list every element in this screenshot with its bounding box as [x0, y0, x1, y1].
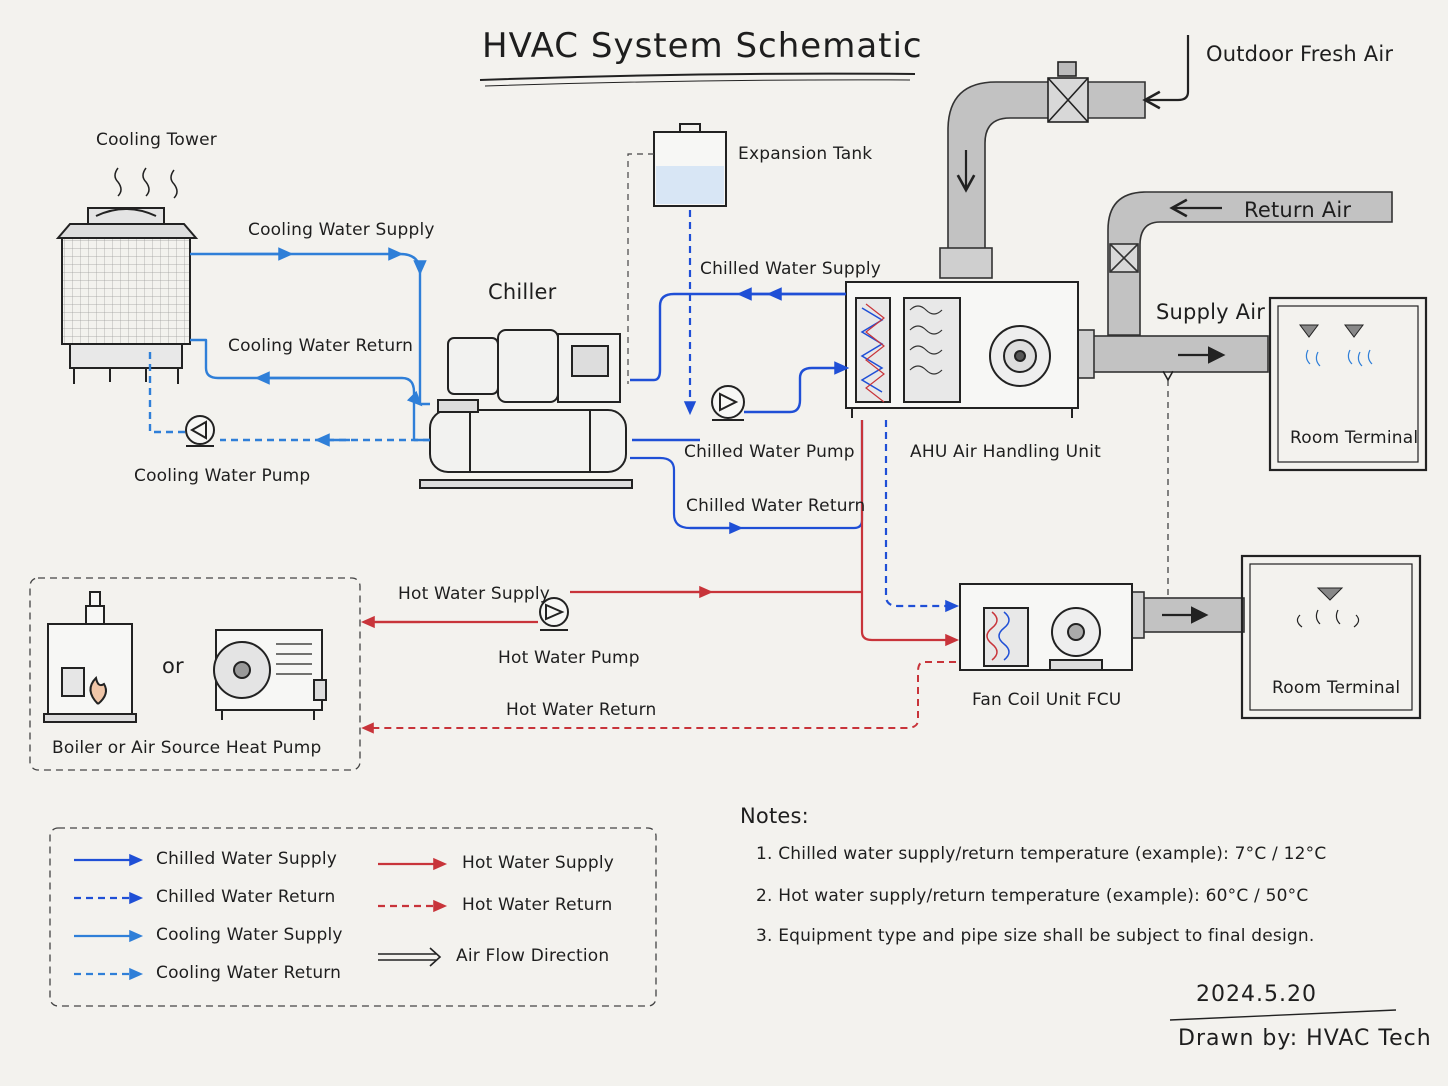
fcu-label: Fan Coil Unit FCU — [972, 690, 1122, 710]
hot-water-pump-label: Hot Water Pump — [498, 648, 640, 668]
chilled-water-supply-label: Chilled Water Supply — [700, 259, 882, 279]
legend-cooling-return: Cooling Water Return — [156, 963, 342, 983]
cooling-water-return-pipe — [148, 338, 430, 447]
notes-heading: Notes: — [740, 804, 809, 828]
outdoor-air-damper — [1047, 61, 1089, 123]
outdoor-air-arrow — [1142, 35, 1190, 110]
expansion-tank — [653, 123, 727, 207]
heat-pump-unit — [213, 629, 327, 720]
ahu-label: AHU Air Handling Unit — [910, 442, 1101, 462]
expansion-line — [627, 153, 654, 384]
chilled-water-pump-label: Chilled Water Pump — [684, 442, 855, 462]
cooling-water-pump — [185, 415, 215, 447]
legend-cooling-supply: Cooling Water Supply — [156, 925, 343, 945]
legend-air-flow: Air Flow Direction — [456, 946, 610, 966]
boiler-hp-label: Boiler or Air Source Heat Pump — [52, 738, 322, 758]
legend-samples — [74, 853, 448, 981]
boiler-unit — [43, 591, 137, 723]
cooling-water-supply-pipe — [190, 247, 430, 407]
room-terminal-2-box — [1240, 554, 1422, 720]
legend-chilled-return: Chilled Water Return — [156, 887, 336, 907]
legend-hot-supply: Hot Water Supply — [462, 853, 615, 873]
hot-water-return-label: Hot Water Return — [506, 700, 657, 720]
legend-box — [49, 827, 657, 1007]
cooling-tower-unit — [55, 167, 199, 384]
hot-water-supply-label: Hot Water Supply — [398, 584, 551, 604]
page-title: HVAC System Schematic — [482, 26, 923, 66]
chilled-water-supply-pipe — [630, 287, 850, 442]
drawn-by: Drawn by: HVAC Tech — [1178, 1026, 1432, 1051]
return-air-label: Return Air — [1244, 198, 1352, 222]
note-2: 2. Hot water supply/return temperature (… — [756, 886, 1309, 906]
chilled-water-return-label: Chilled Water Return — [686, 496, 866, 516]
cooling-tower-label: Cooling Tower — [96, 130, 217, 150]
outdoor-fresh-air-label: Outdoor Fresh Air — [1206, 42, 1394, 66]
ahu-unit — [845, 281, 1079, 418]
cooling-water-pump-label: Cooling Water Pump — [134, 466, 311, 486]
hot-water-pump — [539, 597, 569, 631]
fcu-unit — [959, 583, 1133, 671]
hot-water-return-pipe — [361, 621, 956, 734]
chilled-water-pump — [711, 385, 745, 421]
chiller-unit — [419, 329, 633, 489]
drawing-date: 2024.5.20 — [1196, 982, 1317, 1007]
expansion-tank-label: Expansion Tank — [738, 144, 873, 164]
room-terminal-2-label: Room Terminal — [1272, 678, 1401, 698]
legend-hot-return: Hot Water Return — [462, 895, 613, 915]
outdoor-air-duct — [939, 81, 1146, 279]
or-label: or — [162, 654, 184, 678]
note-1: 1. Chilled water supply/return temperatu… — [756, 844, 1327, 864]
chilled-water-return-pipe — [630, 210, 960, 613]
room-terminal-1-label: Room Terminal — [1290, 428, 1419, 448]
legend-chilled-supply: Chilled Water Supply — [156, 849, 338, 869]
title-underline — [479, 72, 916, 81]
note-3: 3. Equipment type and pipe size shall be… — [756, 926, 1315, 946]
chiller-label: Chiller — [488, 280, 557, 304]
signature-line — [1169, 1009, 1397, 1021]
supply-air-duct — [1077, 329, 1269, 379]
supply-air-label: Supply Air — [1156, 300, 1266, 324]
heat-source-box — [29, 577, 361, 771]
room-terminal-1-box — [1268, 296, 1428, 472]
return-air-duct — [1107, 191, 1393, 336]
cooling-water-return-label: Cooling Water Return — [228, 336, 414, 356]
cooling-water-supply-label: Cooling Water Supply — [248, 220, 435, 240]
hot-water-supply-pipe — [360, 420, 960, 647]
